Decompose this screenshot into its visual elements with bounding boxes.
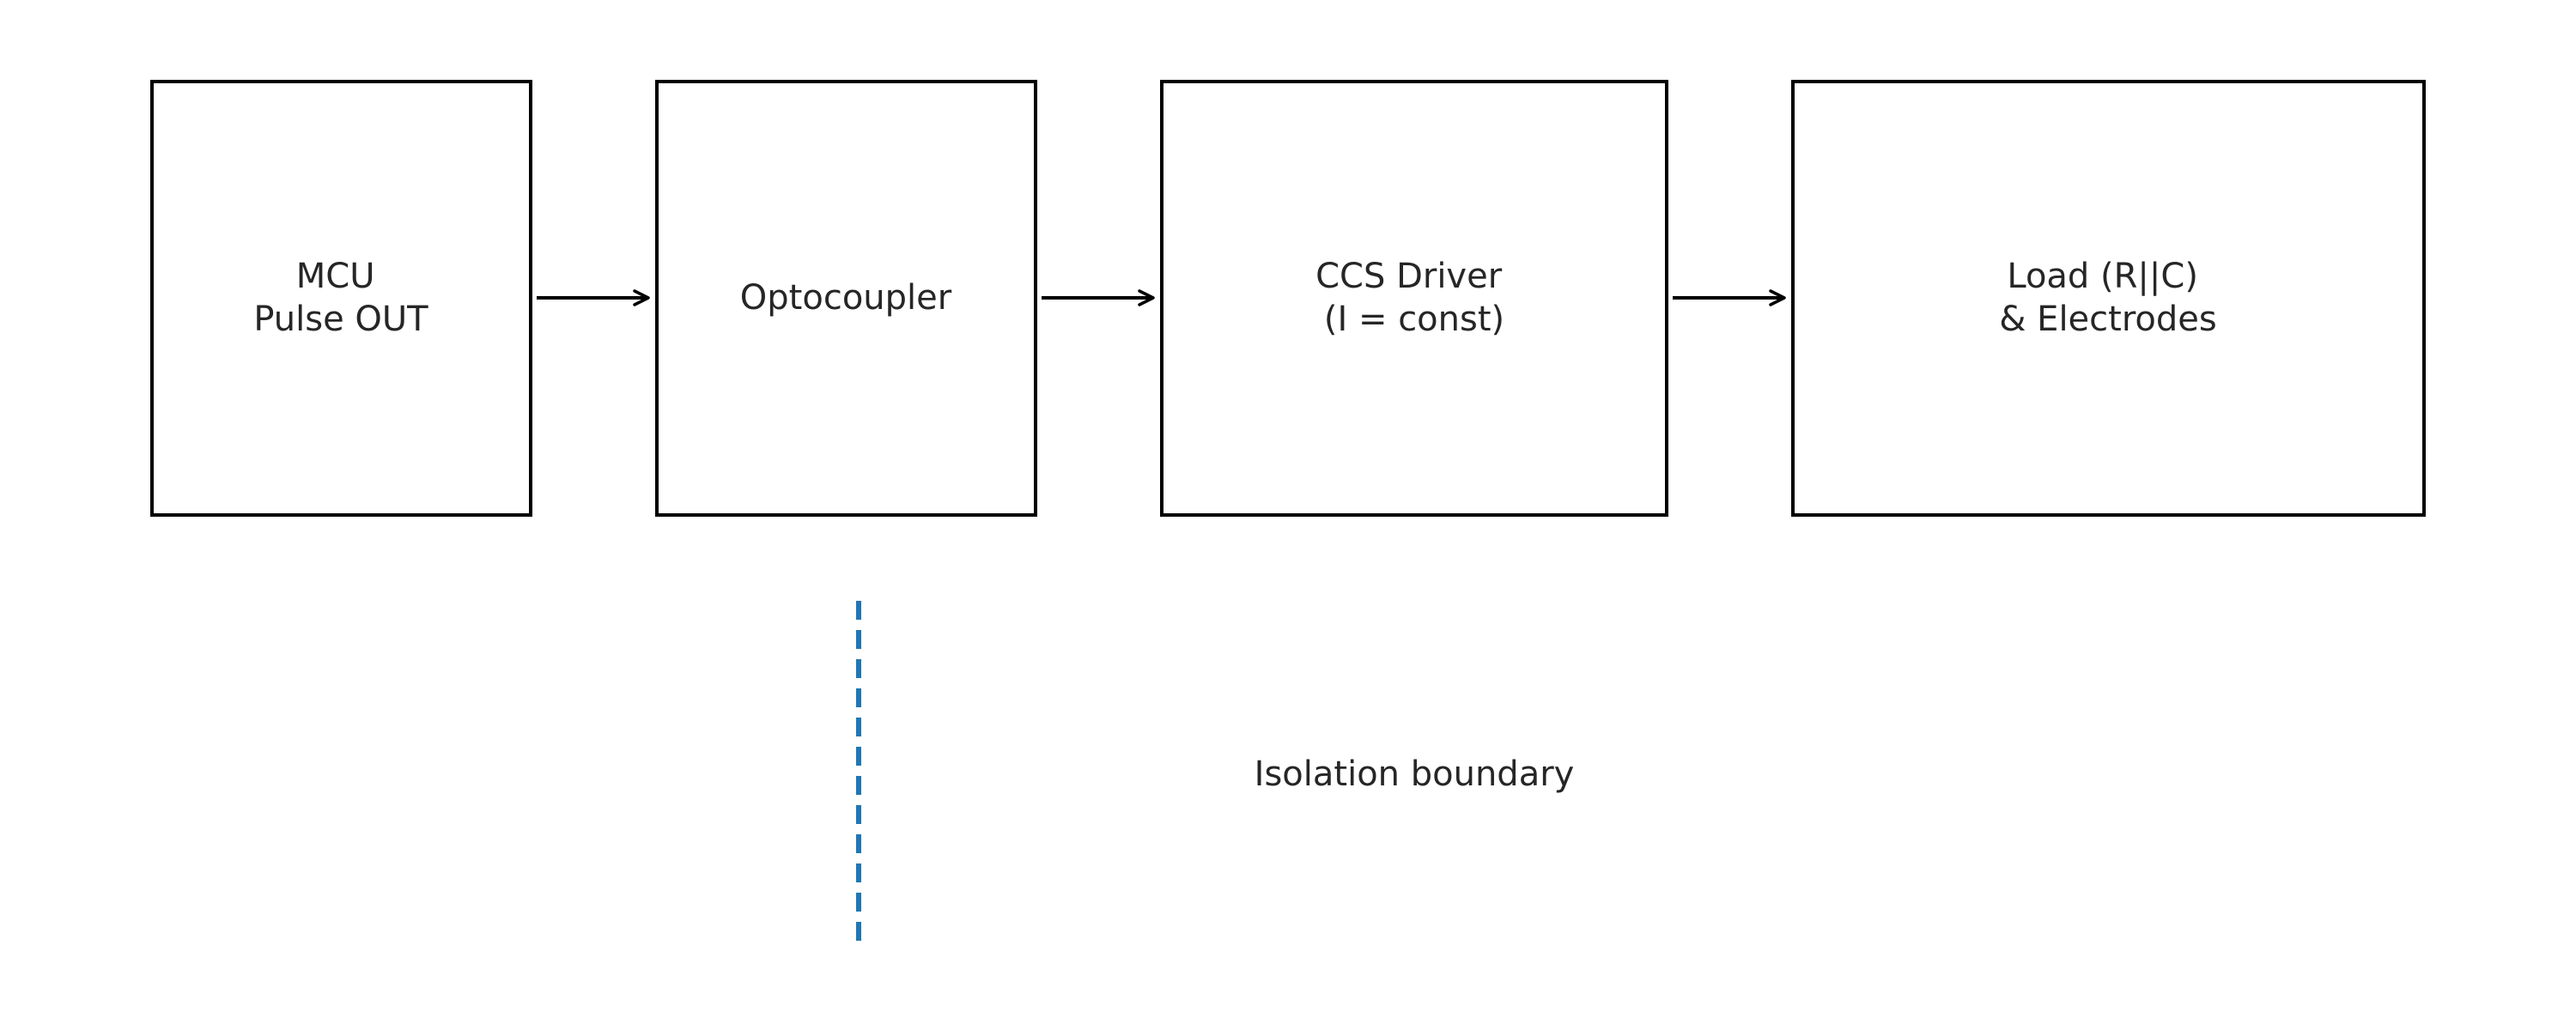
mcu-block-label: MCU Pulse OUT xyxy=(253,257,428,339)
load-block-box xyxy=(1791,80,2426,517)
load-block-label-line-1: Load (R||C) xyxy=(2007,257,2198,296)
optocoupler-block: Optocoupler xyxy=(655,80,1037,517)
ccs-driver-block: CCS Driver (I = const) xyxy=(1160,80,1668,517)
mcu-block-label-line-2: Pulse OUT xyxy=(253,300,428,339)
ccs-driver-block-box xyxy=(1160,80,1668,517)
optocoupler-block-label-line-1: Optocoupler xyxy=(740,278,952,318)
optocoupler-block-label: Optocoupler xyxy=(740,278,952,318)
load-block-label: Load (R||C) & Electrodes xyxy=(1999,257,2216,339)
mcu-block-label-line-1: MCU xyxy=(296,257,375,296)
isolation-boundary-label: Isolation boundary xyxy=(1255,754,1575,794)
optocoupler-block-box xyxy=(655,80,1037,517)
mcu-block: MCU Pulse OUT xyxy=(150,80,532,517)
load-block: Load (R||C) & Electrodes xyxy=(1791,80,2426,517)
ccs-driver-block-label-line-1: CCS Driver xyxy=(1315,257,1503,296)
mcu-block-box xyxy=(150,80,532,517)
ccs-driver-block-label-line-2: (I = const) xyxy=(1324,300,1504,339)
load-block-label-line-2: & Electrodes xyxy=(1999,300,2216,339)
ccs-driver-block-label: CCS Driver (I = const) xyxy=(1315,257,1513,339)
